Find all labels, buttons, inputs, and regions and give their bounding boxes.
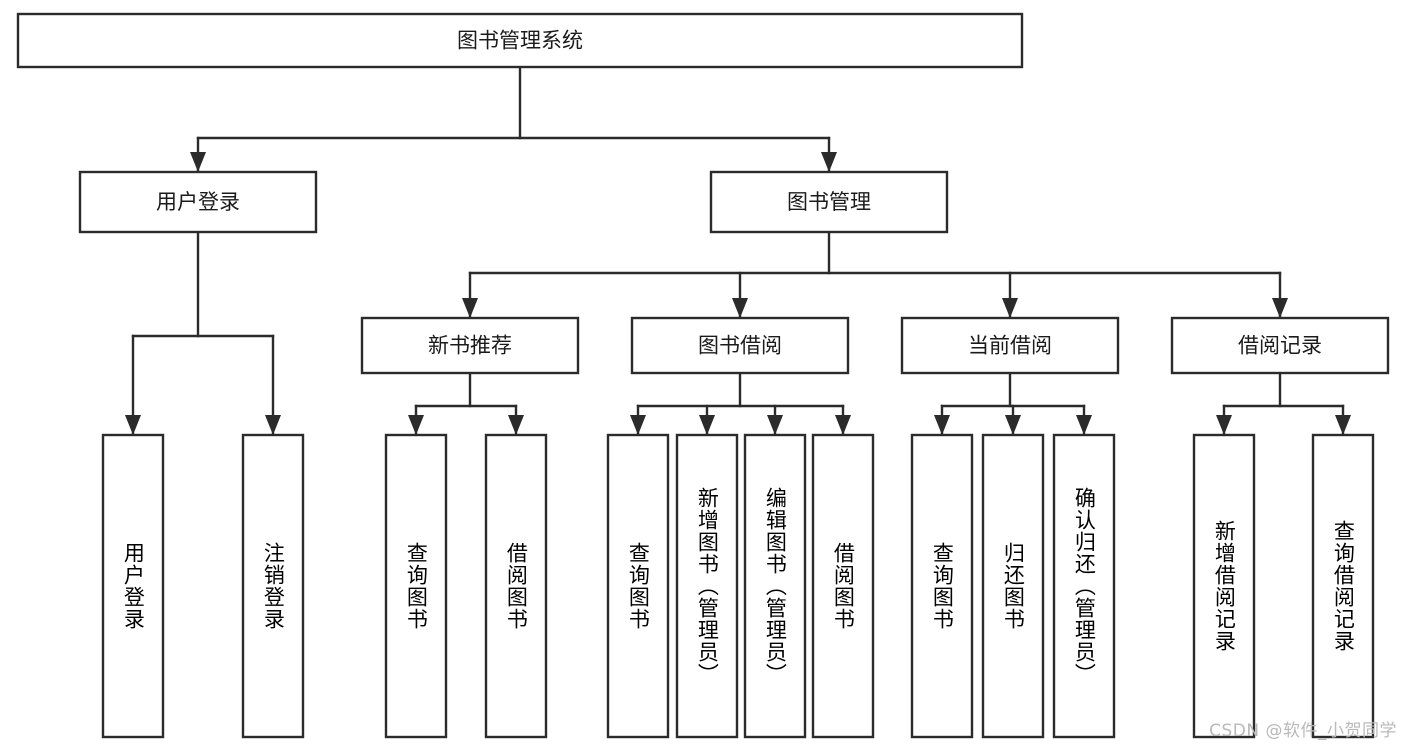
edge-arrowhead-icon bbox=[462, 298, 478, 318]
edge-arrowhead-icon bbox=[821, 152, 837, 172]
leaf-box-l-return-book[interactable] bbox=[981, 433, 1045, 739]
edge-arrowhead-icon bbox=[835, 415, 851, 435]
edge-arrowhead-icon bbox=[767, 415, 783, 435]
edge-arrowhead-icon bbox=[1002, 298, 1018, 318]
node-label-n-new-book-rec: 新书推荐 bbox=[428, 334, 512, 358]
edge-arrowhead-icon bbox=[934, 415, 950, 435]
edge-arrowhead-icon bbox=[508, 415, 524, 435]
leaf-box-l-logout[interactable] bbox=[241, 433, 305, 739]
leaf-box-l-borrow-book-2[interactable] bbox=[811, 433, 875, 739]
edge-arrowhead-icon bbox=[190, 152, 206, 172]
node-label-n-current-borrow: 当前借阅 bbox=[968, 334, 1052, 358]
edge-arrowhead-icon bbox=[630, 415, 646, 435]
node-label-n-borrow-record: 借阅记录 bbox=[1238, 334, 1322, 358]
node-box-n-book-manage[interactable] bbox=[709, 170, 949, 234]
leaf-box-l-borrow-book-1[interactable] bbox=[484, 433, 548, 739]
node-box-n-borrow-record[interactable] bbox=[1170, 316, 1390, 375]
node-label-n-book-borrow: 图书借阅 bbox=[698, 334, 782, 358]
edge-arrowhead-icon bbox=[699, 415, 715, 435]
edge-arrowhead-icon bbox=[1335, 415, 1351, 435]
node-label-root: 图书管理系统 bbox=[457, 29, 583, 53]
leaf-box-l-edit-book[interactable] bbox=[743, 433, 807, 739]
node-box-n-new-book-rec[interactable] bbox=[360, 316, 580, 375]
edge-arrowhead-icon bbox=[1272, 298, 1288, 318]
leaf-box-l-query-record[interactable] bbox=[1311, 433, 1375, 739]
edge-arrowhead-icon bbox=[1005, 415, 1021, 435]
edge-arrowhead-icon bbox=[125, 415, 141, 435]
leaf-box-l-add-record[interactable] bbox=[1192, 433, 1256, 739]
leaf-box-l-query-book-3[interactable] bbox=[910, 433, 974, 739]
node-box-n-current-borrow[interactable] bbox=[900, 316, 1120, 375]
leaf-box-l-user-login[interactable] bbox=[101, 433, 165, 739]
node-label-n-book-manage: 图书管理 bbox=[787, 190, 871, 214]
edge-arrowhead-icon bbox=[1216, 415, 1232, 435]
leaf-box-l-add-book[interactable] bbox=[675, 433, 739, 739]
edge-arrowhead-icon bbox=[732, 298, 748, 318]
node-box-n-user-login[interactable] bbox=[78, 170, 318, 234]
boxes-layer bbox=[16, 12, 1390, 739]
watermark-text: CSDN @软件_小贺同学 bbox=[1209, 721, 1397, 741]
edge-arrowhead-icon bbox=[408, 415, 424, 435]
leaf-box-l-confirm-return[interactable] bbox=[1052, 433, 1116, 739]
leaf-box-l-query-book-2[interactable] bbox=[606, 433, 670, 739]
node-box-root[interactable] bbox=[16, 12, 1024, 69]
edges-layer bbox=[125, 65, 1351, 437]
edge-arrowhead-icon bbox=[1076, 415, 1092, 435]
node-box-n-book-borrow[interactable] bbox=[630, 316, 850, 375]
edge-arrowhead-icon bbox=[265, 415, 281, 435]
node-label-n-user-login: 用户登录 bbox=[156, 190, 240, 214]
leaf-box-l-query-book-1[interactable] bbox=[384, 433, 448, 739]
